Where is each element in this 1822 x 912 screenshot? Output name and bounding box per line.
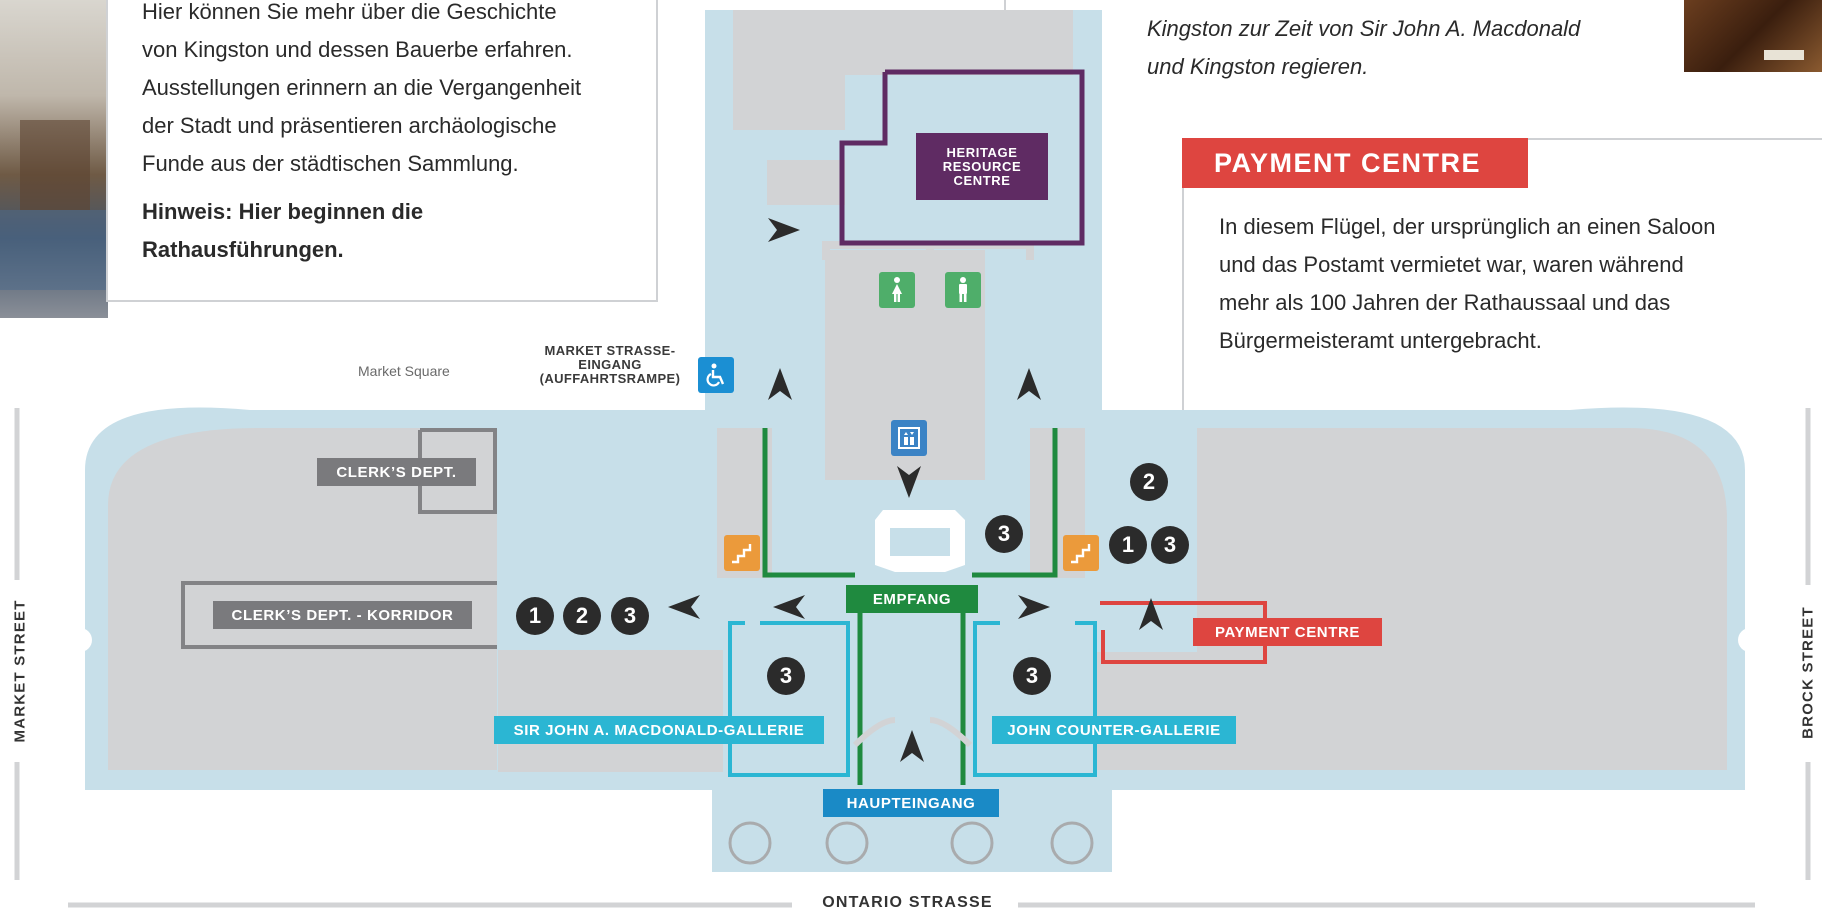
clerks-corridor-outline (181, 581, 497, 649)
column (825, 821, 869, 865)
counter-gallery-outline (973, 621, 1097, 777)
main-entrance-label: HAUPTEINGANG (823, 789, 999, 817)
column (728, 821, 772, 865)
ontario-strasse-label: ONTARIO STRASSE (822, 894, 993, 911)
macdonald-gallery-outline (728, 621, 850, 777)
arrow-right-icon (1018, 595, 1050, 619)
clerks-corridor-label: CLERK’S DEPT. - KORRIDOR (213, 601, 472, 629)
restroom-women-icon (879, 272, 915, 308)
reception-label: EMPFANG (846, 585, 978, 613)
market-square-label: Market Square (358, 363, 450, 379)
restroom-men-icon (945, 272, 981, 308)
column (1050, 821, 1094, 865)
payment-panel-heading: PAYMENT CENTRE (1182, 138, 1528, 188)
payment-centre-outline (1100, 601, 1267, 664)
stairs-icon (1063, 535, 1099, 571)
marker-1: 1 (516, 597, 554, 635)
accessible-icon (698, 357, 734, 393)
arrow-up-icon (768, 368, 792, 400)
macdonald-gallery-label: SIR JOHN A. MACDONALD-GALLERIE (494, 716, 824, 744)
elevator-icon (891, 420, 927, 456)
arrow-up-icon (900, 730, 924, 762)
brock-street-label: BROCK STREET (1799, 606, 1817, 739)
arrow-left-icon (668, 595, 700, 619)
payment-info-text: In diesem Flügel, der ursprünglich an ei… (1219, 214, 1716, 353)
arrow-up-icon (1017, 368, 1041, 400)
heritage-centre-label: HERITAGE RESOURCE CENTRE (916, 133, 1048, 200)
arrow-right-icon (768, 218, 800, 242)
north-small-room (767, 160, 845, 205)
clerks-dept-label: CLERK’S DEPT. (317, 458, 476, 486)
artifact-photo (1684, 0, 1822, 72)
west-wing-room (108, 428, 497, 770)
counter-gallery-label: JOHN COUNTER-GALLERIE (992, 716, 1236, 744)
marker-3: 3 (985, 515, 1023, 553)
marker-2: 2 (1130, 463, 1168, 501)
ramp-entrance-label: MARKET STRASSE- EINGANG (AUFFAHRTSRAMPE) (539, 343, 681, 386)
marker-3: 3 (611, 597, 649, 635)
macdonald-info-text: Kingston zur Zeit von Sir John A. Macdon… (1147, 16, 1581, 79)
stairs-icon (724, 535, 760, 571)
marker-3: 3 (1151, 526, 1189, 564)
heritage-info-panel (106, 0, 658, 302)
arrow-left-icon (773, 595, 805, 619)
marker-2: 2 (563, 597, 601, 635)
heritage-info-text: Hier können Sie mehr über die Geschichte… (142, 0, 582, 262)
reception-line-right (972, 428, 1058, 578)
column (950, 821, 994, 865)
east-wing-room (1097, 428, 1727, 770)
library-photo (0, 0, 108, 318)
marker-3: 3 (1013, 657, 1051, 695)
market-street-label: MARKET STREET (11, 599, 29, 743)
marker-1: 1 (1109, 526, 1147, 564)
reception-line-left (762, 428, 855, 578)
arrow-up-icon (1139, 598, 1163, 630)
arrow-down-icon (897, 466, 921, 498)
payment-centre-label: PAYMENT CENTRE (1193, 618, 1382, 646)
marker-3: 3 (767, 657, 805, 695)
